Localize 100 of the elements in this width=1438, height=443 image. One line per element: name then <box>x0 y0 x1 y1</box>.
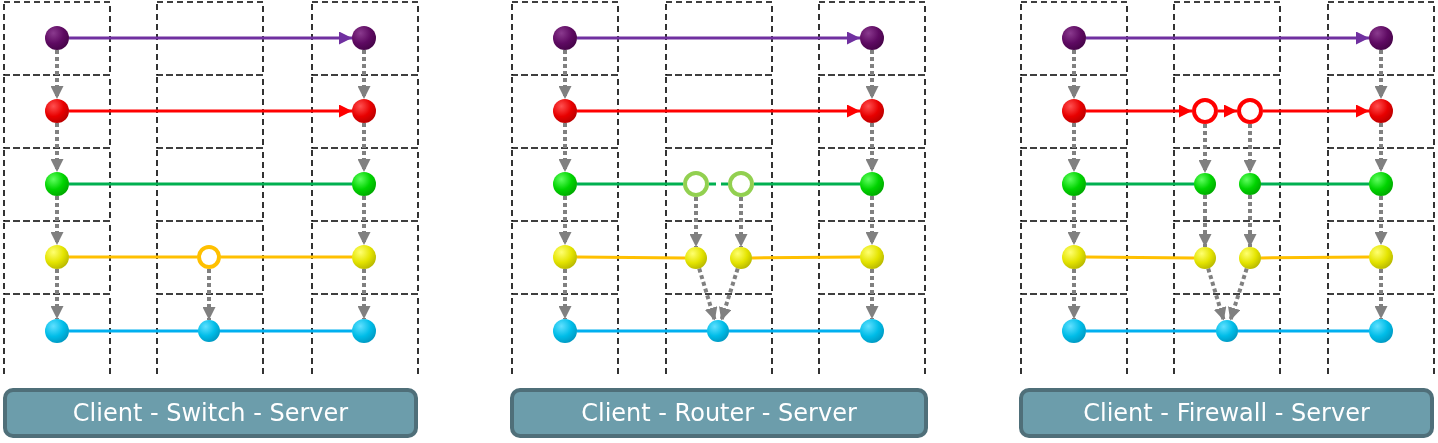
ball-node <box>730 247 752 269</box>
arrow <box>1243 124 1257 173</box>
arrow <box>577 31 860 45</box>
arrow <box>357 50 371 99</box>
ball-node <box>553 172 577 196</box>
arrow <box>558 269 572 319</box>
ball-node <box>553 245 577 269</box>
arrow <box>357 196 371 245</box>
arrow <box>1067 196 1081 245</box>
ball-node <box>45 245 69 269</box>
connector-line <box>1261 255 1369 260</box>
arrow <box>1374 50 1388 99</box>
ball-node <box>860 26 884 50</box>
ball-node <box>1369 172 1393 196</box>
arrow <box>1374 196 1388 245</box>
arrow <box>50 269 64 319</box>
caption-banner: Client - Router - Server <box>510 388 928 438</box>
connector-line <box>1238 329 1369 333</box>
connector-line <box>69 329 198 333</box>
ball-node <box>553 99 577 123</box>
ball-node <box>1369 245 1393 269</box>
ball-node <box>553 26 577 50</box>
arrow <box>1067 50 1081 99</box>
ring-node <box>197 245 221 269</box>
ball-node <box>1062 99 1086 123</box>
arrow <box>697 267 718 322</box>
caption-banner: Client - Firewall - Server <box>1019 388 1434 438</box>
connector-line <box>69 255 197 259</box>
ball-node <box>45 26 69 50</box>
arrow <box>558 123 572 172</box>
ball-node <box>1062 172 1086 196</box>
arrow <box>50 196 64 245</box>
ball-node <box>860 172 884 196</box>
arrow <box>734 197 748 247</box>
connector-line <box>754 182 860 186</box>
arrow <box>1198 195 1212 247</box>
ball-node <box>685 247 707 269</box>
arrow <box>1218 104 1237 118</box>
ball-node <box>553 319 577 343</box>
arrow <box>50 50 64 99</box>
ball-node <box>352 172 376 196</box>
connector-line <box>709 182 728 186</box>
arrow <box>1374 269 1388 319</box>
ball-node <box>1194 173 1216 195</box>
ball-node <box>707 320 729 342</box>
connector-line <box>1086 329 1216 333</box>
connector-line <box>1261 182 1369 186</box>
ball-node <box>45 172 69 196</box>
arrow <box>202 269 216 320</box>
arrow <box>69 104 352 118</box>
arrow <box>1243 195 1257 247</box>
arrow <box>1228 267 1249 322</box>
ball-node <box>860 99 884 123</box>
arrow <box>69 31 352 45</box>
connector-line <box>729 329 860 333</box>
connector-line <box>577 182 683 186</box>
ball-node <box>45 99 69 123</box>
arrow <box>577 104 860 118</box>
arrow <box>1067 269 1081 319</box>
arrow <box>357 123 371 172</box>
arrow <box>1067 123 1081 172</box>
ball-node <box>352 99 376 123</box>
arrow <box>1206 267 1227 322</box>
arrow <box>357 269 371 319</box>
ball-node <box>1369 319 1393 343</box>
arrow <box>1086 104 1192 118</box>
connector-line <box>577 255 685 260</box>
arrow <box>689 197 703 247</box>
connector-line <box>577 329 707 333</box>
arrow <box>1198 124 1212 173</box>
arrow <box>1086 31 1369 45</box>
ball-node <box>860 319 884 343</box>
arrow <box>1263 104 1369 118</box>
caption-banner: Client - Switch - Server <box>3 388 418 438</box>
arrow <box>558 50 572 99</box>
connector-line <box>1086 182 1194 186</box>
ring-node <box>1237 98 1263 124</box>
ball-node <box>1062 319 1086 343</box>
ball-node <box>1369 26 1393 50</box>
ball-node <box>1062 245 1086 269</box>
connector-line <box>221 255 352 259</box>
ball-node <box>352 26 376 50</box>
arrow <box>865 123 879 172</box>
arrow <box>865 196 879 245</box>
connector-line <box>69 182 352 186</box>
ball-node <box>1194 247 1216 269</box>
ball-node <box>1062 26 1086 50</box>
arrow <box>50 123 64 172</box>
ring-node <box>728 171 754 197</box>
ball-node <box>1239 247 1261 269</box>
ball-node <box>1239 173 1261 195</box>
ball-node <box>352 245 376 269</box>
arrow <box>865 50 879 99</box>
connector-line <box>752 255 860 260</box>
ball-node <box>1369 99 1393 123</box>
ring-node <box>1192 98 1218 124</box>
connector-line <box>220 329 352 333</box>
connector-line <box>1086 255 1194 260</box>
ball-node <box>1216 320 1238 342</box>
ring-node <box>683 171 709 197</box>
